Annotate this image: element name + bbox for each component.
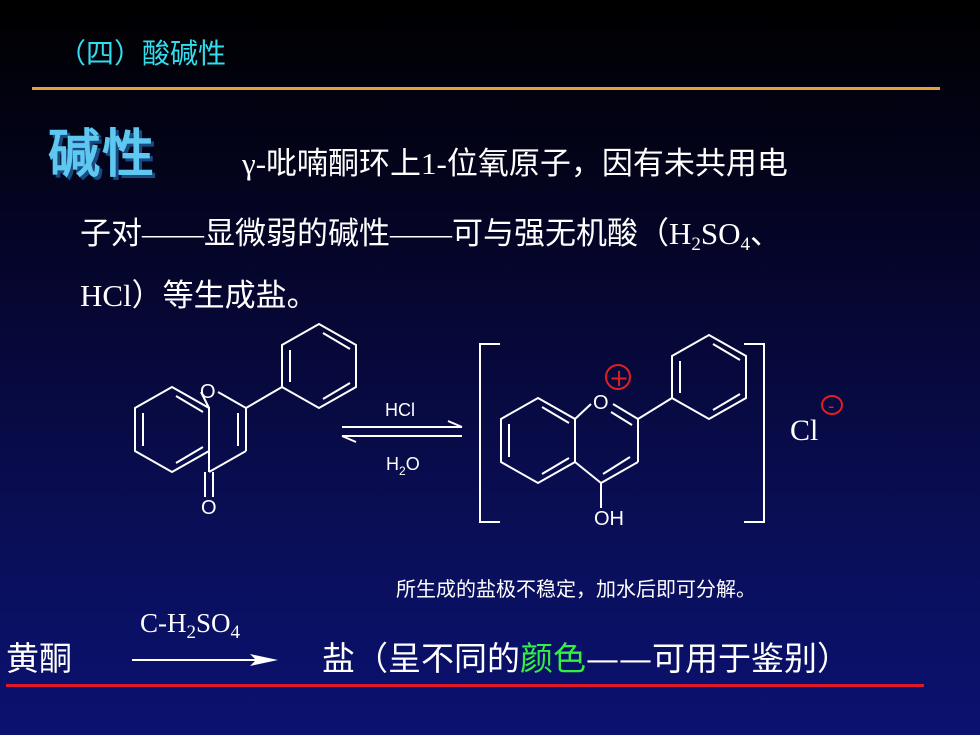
paragraph-line-3: HCl）等生成盐。 [80,278,318,313]
flavone-benzo-ring [134,385,210,474]
top-divider [32,87,940,90]
salt-description: 盐（呈不同的颜色——可用于鉴别） [322,639,850,678]
salt-benzo-ring [500,396,576,485]
highlight-color-word: 颜色 [520,639,586,678]
atom-o-plus: O [593,392,609,414]
atom-o-carbonyl: O [201,497,217,519]
bracket-right [744,343,765,523]
plus-charge [605,364,631,390]
reagent-sulfuric-acid: C-H2SO4 [140,608,241,643]
reaction-diagram: O O HCl H2O O OH Cl + - [134,322,843,530]
atom-o-flavone: O [200,381,216,403]
heading-basicity: 碱性 [48,124,157,185]
flavone-phenyl-ring [281,322,357,410]
section-title: （四）酸碱性 [58,37,227,70]
flavone-label: 黄酮 [6,639,72,678]
reagent-water: H2O [386,454,420,478]
minus-sign: - [828,396,835,417]
counter-ion-cl: Cl [790,414,818,447]
atom-oh: OH [594,508,624,530]
paragraph-line-1: γ-吡喃酮环上1-位氧原子，因有未共用电 [242,146,788,181]
reaction-arrow [132,654,278,666]
minus-charge [821,395,843,415]
salt-phenyl-ring [671,333,747,421]
note-salt-unstable: 所生成的盐极不稳定，加水后即可分解。 [396,577,756,601]
reagent-hcl: HCl [385,400,415,420]
bracket-left [479,343,500,523]
paragraph-line-2: 子对——显微弱的碱性——可与强无机酸（H2SO4、 [80,216,782,255]
plus-sign: + [609,364,629,392]
bottom-underline [6,684,924,687]
